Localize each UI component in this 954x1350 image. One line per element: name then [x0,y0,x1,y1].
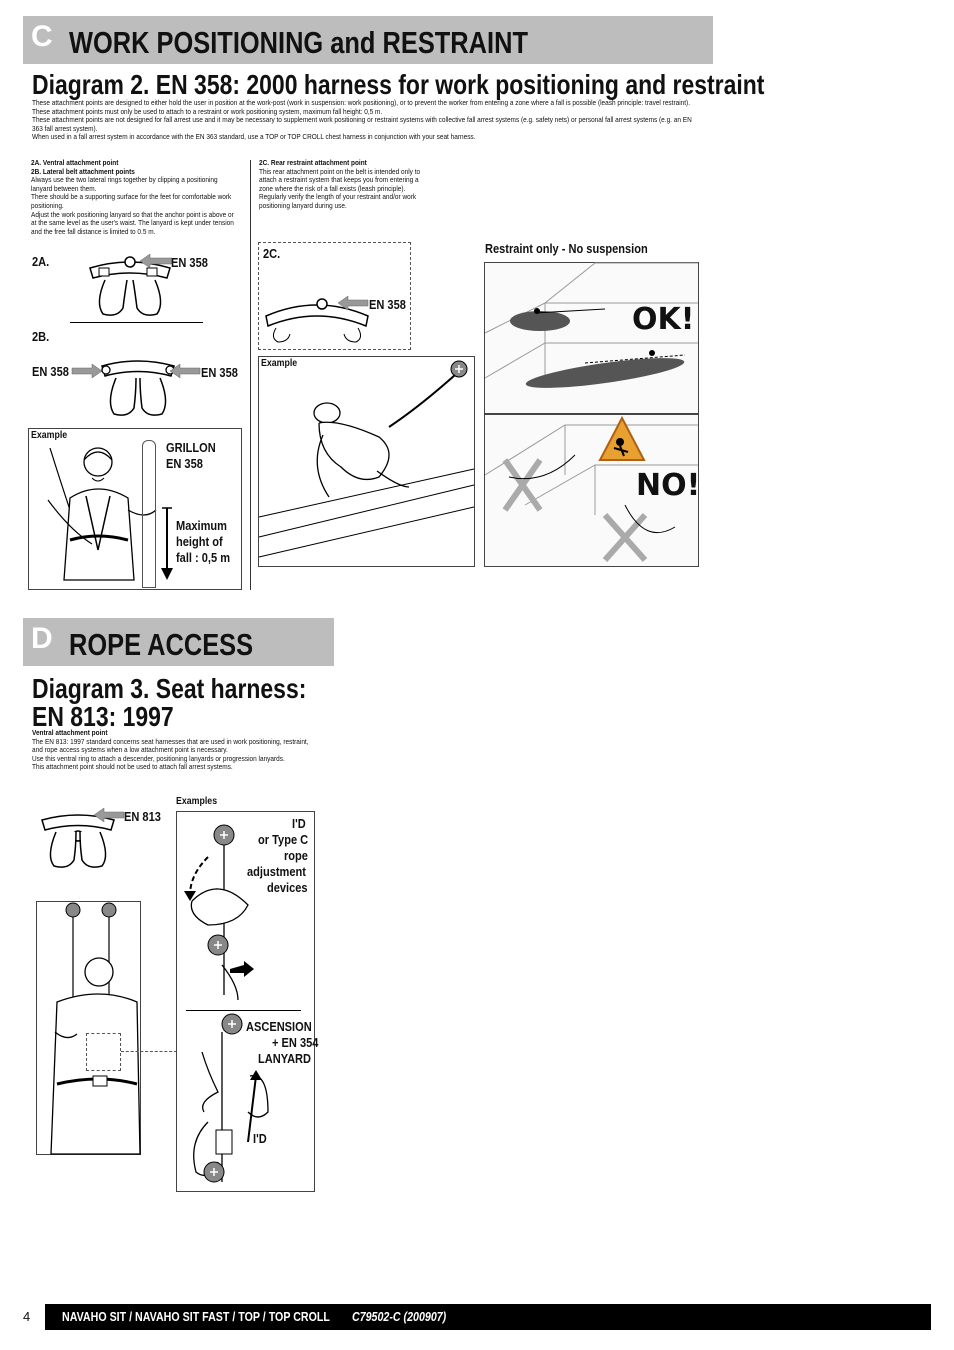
footer-ref: C79502-C (200907) [352,1309,447,1324]
diagram-3-title-2: EN 813: 1997 [32,701,174,732]
paragraph: Adjust the work positioning lanyard so t… [31,209,234,236]
harness-2b-icon [101,360,175,416]
section-d-band [23,618,334,666]
examples-box [176,811,315,1192]
fig-2a-tag: EN 358 [171,255,208,270]
column-divider [250,160,251,590]
worker-positioning-illustration [47,447,157,581]
arrow-left-icon [93,807,125,823]
section-d-text: Ventral attachment point The EN 813: 199… [32,728,311,772]
harness-2c-icon [265,298,369,343]
ex2-line3: LANYARD [258,1051,312,1066]
zoom-leader-line [121,1051,177,1052]
paragraph: This attachment point should not be used… [32,762,233,772]
examples-divider [186,1010,301,1011]
fig-2b-tag-right: EN 358 [201,365,238,380]
footer-products: NAVAHO SIT / NAVAHO SIT FAST / TOP / TOP… [62,1309,330,1324]
ex2-bottom: I'D [253,1131,267,1146]
en813-tag: EN 813 [124,809,161,824]
fig-2b-label: 2B. [32,329,50,344]
ascension-illustration [193,1013,269,1183]
paragraph: Regularly verify the length of your rest… [259,192,417,210]
ex2-line2: + EN 354 [272,1035,319,1050]
ex1-line3: rope [284,848,308,863]
ex1-line1: I'D [292,816,306,831]
section-d-title: ROPE ACCESS [69,627,254,662]
fall-height-arrow-icon [161,507,173,580]
ex1-line4: adjustment [247,864,306,879]
fall-height-line1: Maximum [176,518,227,533]
ex1-line5: devices [267,880,308,895]
example-left-std: EN 358 [166,456,203,471]
stairs-ok-illustration [484,262,698,388]
stairs-no-illustration [484,424,698,562]
restraint-title: Restraint only - No suspension [485,241,648,256]
fig-2a-underline [70,322,203,323]
ventral-zoom-box [86,1033,121,1071]
heading-2a: 2A. Ventral attachment point [31,158,119,167]
ok-text: OK! [632,302,695,337]
section-d-letter: D [31,622,53,655]
paragraph: This rear attachment point on the belt i… [259,166,421,193]
heading-2c: 2C. Rear restraint attachment point [259,158,367,167]
paragraph: There should be a supporting surface for… [31,192,232,210]
paragraph: Use this ventral ring to attach a descen… [32,753,285,763]
example-left-label: Example [31,430,68,441]
arrow-left-icon [169,363,201,379]
arrow-right-icon [71,363,103,379]
harness-2a-icon [89,256,171,316]
warning-fall-icon [598,415,646,461]
ex2-line1: ASCENSION [246,1019,312,1034]
col-mid-text: 2C. Rear restraint attachment point This… [259,158,421,211]
fig-2c-box [258,242,411,350]
col-left-text: 2A. Ventral attachment point 2B. Lateral… [31,158,238,236]
pole [142,440,156,588]
rope-access-worker-illustration [50,902,141,1155]
examples-label: Examples [176,796,218,807]
paragraph: Always use the two lateral rings togethe… [31,175,218,193]
fall-height-line2: height of [176,534,223,549]
paragraph: The EN 813: 1997 standard concerns seat … [32,736,309,755]
section-c-intro: These attachment points are designed to … [32,98,698,142]
fig-2c-tag: EN 358 [369,297,406,312]
section-c-title: WORK POSITIONING and RESTRAINT [69,25,528,60]
fig-2b-tag-left: EN 358 [32,364,69,379]
intro-paragraph: These attachment points are not designed… [32,115,692,133]
arrow-left-icon [337,295,369,311]
intro-paragraph: When used in a fall arrest system in acc… [32,132,476,142]
restraint-ok-panel [484,262,699,414]
intro-paragraph: These attachment points are designed to … [32,98,690,116]
section-c-band [23,16,713,64]
heading-2b: 2B. Lateral belt attachment points [31,166,135,176]
example-left-device: GRILLON [166,440,216,455]
ex1-line2: or Type C [258,832,309,847]
no-text: NO! [636,468,701,503]
example-left-box [28,428,242,590]
page-number: 4 [23,1309,31,1324]
descender-illustration [184,824,254,1001]
diagram-2-title: Diagram 2. EN 358: 2000 harness for work… [32,69,765,100]
example-mid-label: Example [261,358,298,369]
fig-2a-label: 2A. [32,254,50,269]
footer-bar [45,1304,931,1330]
ventral-heading: Ventral attachment point [32,728,108,737]
diagram-3-title-1: Diagram 3. Seat harness: [32,673,307,704]
fall-height-line3: fall : 0,5 m [176,550,231,565]
fig-2c-label: 2C. [263,246,281,261]
harness-en813-icon [41,814,115,868]
arrow-left-icon [139,253,173,269]
section-c-letter: C [31,20,53,53]
worker-restraint-illustration [258,360,475,558]
example-mid-box [258,356,475,567]
